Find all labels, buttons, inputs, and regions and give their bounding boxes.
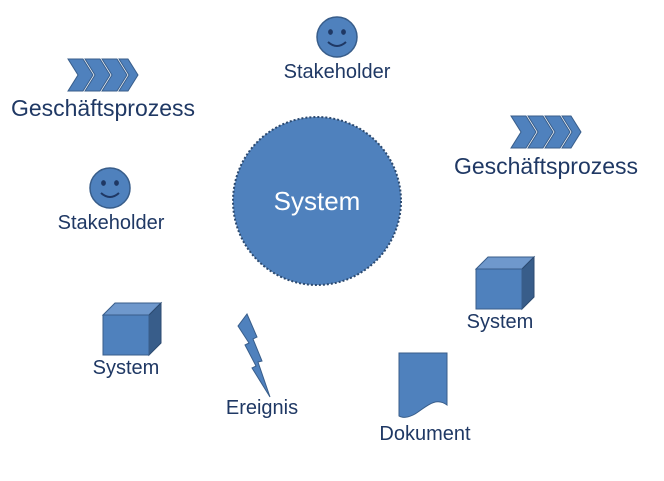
smiley-face-icon (89, 167, 131, 209)
dokument-label: Dokument (379, 423, 471, 445)
system-left-label: System (92, 357, 160, 379)
ereignis-label: Ereignis (225, 397, 299, 419)
stakeholder-left-label: Stakeholder (57, 212, 165, 234)
center-system-circle (232, 116, 402, 286)
cube-icon (474, 255, 536, 311)
cube-icon (101, 301, 163, 357)
geschaeftsprozess-left-label: Geschäftsprozess (10, 95, 196, 121)
center-system-label: System (273, 186, 361, 216)
smiley-face-icon (316, 16, 358, 58)
stakeholder-top-label: Stakeholder (283, 61, 391, 83)
chevron-arrows-icon (510, 115, 582, 149)
document-icon (398, 352, 448, 418)
lightning-bolt-icon (237, 313, 271, 398)
geschaeftsprozess-right-label: Geschäftsprozess (453, 153, 639, 179)
chevron-arrows-icon (67, 58, 139, 92)
system-right-label: System (466, 311, 534, 333)
